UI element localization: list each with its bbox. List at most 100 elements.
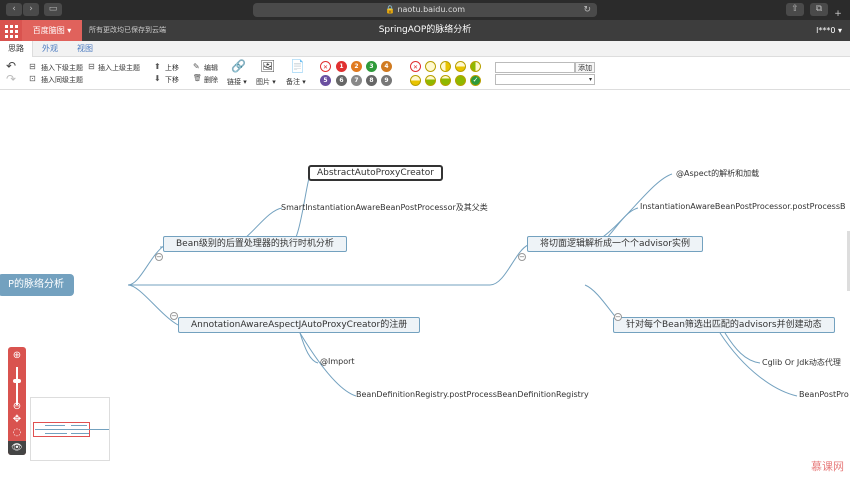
note-button[interactable]: 备注 ▾ (286, 78, 306, 86)
collapse-toggle[interactable]: − (170, 312, 178, 320)
reload-icon[interactable]: ↻ (583, 5, 591, 15)
ribbon-tabs: 思路 外观 视图 (0, 41, 850, 57)
minimap-branch (35, 429, 109, 430)
topic-node-aspect-parse[interactable]: @Aspect的解析和加载 (676, 169, 760, 178)
image-button[interactable]: 图片 ▾ (256, 78, 276, 86)
mindmap-canvas[interactable]: P的脉络分析 Bean级别的后置处理器的执行时机分析 − AbstractAut… (0, 91, 850, 478)
topic-node-instantiation-aware[interactable]: InstantiationAwareBeanPostProcessor.post… (640, 202, 846, 211)
tag-select[interactable]: ▾ (495, 74, 595, 85)
zoom-track[interactable] (16, 367, 18, 405)
root-node[interactable]: P的脉络分析 (0, 274, 75, 296)
topic-node-registry[interactable]: BeanDefinitionRegistry.postProcessBeanDe… (356, 390, 589, 399)
priority-4-button[interactable]: 4 (381, 61, 392, 72)
priority-1-button[interactable]: 1 (336, 61, 347, 72)
collapse-toggle[interactable]: − (614, 313, 622, 321)
link-icon: 🔗 (231, 59, 246, 73)
progress-4-icon[interactable] (410, 75, 421, 86)
app-header: 百度脑图 ▾ 所有更改均已保存到云端 SpringAOP的脉络分析 l***0 … (0, 20, 850, 41)
zoom-slider-handle[interactable] (13, 379, 21, 383)
brand-menu-button[interactable]: 百度脑图 ▾ (22, 20, 82, 41)
undo-icon[interactable]: ↶ (6, 59, 17, 73)
link-button[interactable]: 链接 ▾ (227, 78, 247, 86)
forward-button[interactable]: › (23, 3, 39, 16)
insert-parent-button[interactable]: 插入上级主题 (98, 64, 140, 72)
move-icon[interactable]: ✥ (12, 414, 22, 425)
move-up-button[interactable]: 上移 (165, 64, 179, 72)
minimap[interactable] (30, 397, 110, 461)
address-bar[interactable]: 🔒 naotu.baidu.com ↻ (253, 3, 597, 17)
zoom-out-icon[interactable]: ⊖ (12, 401, 22, 412)
grid-dot (5, 25, 8, 28)
back-icon: ‹ (12, 4, 16, 14)
minimap-branch (71, 425, 87, 426)
fit-view-icon[interactable]: ◌ (12, 427, 22, 438)
zoom-in-icon[interactable]: ⊕ (12, 350, 22, 361)
tag-input[interactable] (495, 62, 575, 73)
topic-node-bean-postprocessor[interactable]: Bean级别的后置处理器的执行时机分析 (163, 236, 347, 252)
insert-parent-icon: ⊟ (88, 62, 95, 71)
progress-0-icon[interactable] (425, 61, 436, 72)
insert-child-icon: ⊟ (29, 62, 36, 71)
topic-node-dynamic-proxy[interactable]: Cglib Or Jdk动态代理 (762, 358, 841, 367)
progress-7-icon[interactable] (455, 75, 466, 86)
topic-node-aspect-to-advisor[interactable]: 将切面逻辑解析成一个个advisor实例 (527, 236, 703, 252)
edit-button[interactable]: 编辑 (204, 64, 218, 72)
share-button[interactable]: ⇧ (786, 3, 804, 16)
back-button[interactable]: ‹ (6, 3, 22, 16)
share-icon: ⇧ (791, 4, 799, 14)
priority-2-button[interactable]: 2 (351, 61, 362, 72)
topic-node-annotation-aware[interactable]: AnnotationAwareAspectJAutoProxyCreator的注… (178, 317, 421, 333)
sidebar-icon: ▭ (48, 4, 58, 14)
progress-clear-button[interactable]: ✕ (410, 61, 421, 72)
tab-idea[interactable]: 思路 (0, 41, 33, 57)
move-down-button[interactable]: 下移 (165, 76, 179, 84)
priority-3-button[interactable]: 3 (366, 61, 377, 72)
forward-icon: › (29, 4, 33, 14)
priority-5-button[interactable]: 5 (320, 75, 331, 86)
topic-node-match-advisors[interactable]: 针对每个Bean筛选出匹配的advisors并创建动态 (613, 317, 835, 333)
topic-node-smart-instantiation[interactable]: SmartInstantiationAwareBeanPostProcessor… (281, 203, 488, 212)
progress-6-icon[interactable] (440, 75, 451, 86)
priority-6-button[interactable]: 6 (336, 75, 347, 86)
insert-sibling-button[interactable]: 插入同级主题 (41, 76, 83, 84)
collapse-toggle[interactable]: − (155, 253, 163, 261)
apps-grid-button[interactable] (0, 20, 22, 41)
priority-7-button[interactable]: 7 (351, 75, 362, 86)
progress-done-icon[interactable]: ✓ (470, 75, 481, 86)
progress-5-icon[interactable] (425, 75, 436, 86)
mindmap-edges (127, 173, 798, 397)
topic-node-import[interactable]: @Import (320, 357, 355, 366)
progress-2-icon[interactable] (455, 61, 466, 72)
delete-button[interactable]: 删除 (204, 76, 218, 84)
progress-1-icon[interactable] (440, 61, 451, 72)
eye-icon[interactable]: 👁 (8, 441, 26, 455)
grid-dot (5, 30, 8, 33)
progress-3-icon[interactable] (470, 61, 481, 72)
user-menu[interactable]: l***0 ▾ (816, 26, 842, 35)
edge-root-n2 (127, 284, 179, 326)
minimap-branch (45, 425, 65, 426)
priority-clear-button[interactable]: ✕ (320, 61, 331, 72)
priority-8-button[interactable]: 8 (366, 75, 377, 86)
add-tag-button[interactable]: 添加 (575, 62, 595, 73)
trash-icon: 🗑 (193, 74, 202, 82)
watermark-logo: 慕课网 (811, 460, 844, 473)
move-up-icon: ⬆ (154, 62, 161, 71)
zoom-panel: ⊕ ⊖ ✥ ◌ 👁 (8, 347, 26, 455)
save-status: 所有更改均已保存到云端 (89, 26, 166, 34)
tabs-button[interactable]: ⧉ (810, 3, 828, 16)
sidebar-toggle-button[interactable]: ▭ (44, 3, 62, 16)
priority-9-button[interactable]: 9 (381, 75, 392, 86)
tab-appearance[interactable]: 外观 (42, 44, 58, 53)
new-tab-button[interactable]: + (831, 8, 845, 20)
resize-handle[interactable] (847, 231, 850, 291)
insert-child-button[interactable]: 插入下级主题 (41, 64, 83, 72)
collapse-toggle[interactable]: − (518, 253, 526, 261)
redo-icon[interactable]: ↷ (6, 72, 17, 86)
topic-node-abstract-auto-proxy[interactable]: AbstractAutoProxyCreator (308, 165, 443, 181)
topic-node-bean-postpro[interactable]: BeanPostPro (799, 390, 849, 399)
edge-n2-n2a (299, 332, 319, 364)
address-text: naotu.baidu.com (397, 5, 466, 14)
plus-icon: + (834, 9, 842, 19)
tab-view[interactable]: 视图 (77, 44, 93, 53)
